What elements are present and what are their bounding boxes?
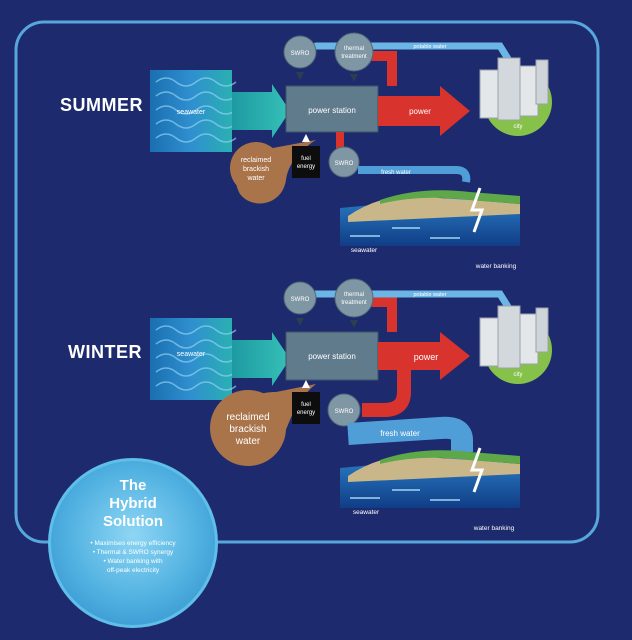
winter-fuel-energy [292,392,320,424]
winter-reclaimed-1: reclaimed [226,412,269,423]
winter-water-banking-label: water banking [473,525,515,532]
winter-thermal-label-2: treatment [341,300,367,306]
summer-section [150,32,552,246]
summer-thermal-label-2: treatment [341,54,367,60]
winter-section [150,278,552,508]
winter-thermal-treatment [334,278,374,318]
summer-thermal-label-1: thermal [344,46,364,52]
hybrid-bullet: • Water banking with [103,558,163,565]
summer-reclaimed-blob [230,142,282,194]
summer-reclaimed-2: brackish [243,166,269,173]
winter-thermal-label-1: thermal [344,292,364,298]
summer-swro-bottom [328,146,360,178]
winter-power-arrow [378,332,470,380]
hybrid-bullet: • Thermal & SWRO synergy [92,549,174,556]
summer-power-arrow [378,86,470,136]
winter-swro-top-label: SWRO [291,297,310,303]
winter-power-station [285,331,379,381]
winter-fuel-1: fuel [301,402,311,408]
winter-fuel-2: energy [297,410,315,416]
summer-fuel-energy [292,146,320,178]
summer-fuel-1: fuel [301,156,311,162]
summer-water-banking-label: water banking [475,263,517,270]
summer-fresh-water-pipe [358,166,471,183]
winter-potable-label: potable water [413,292,446,298]
winter-fresh-water-label: fresh water [380,429,420,438]
hybrid-title-line-3: Solution [103,513,163,530]
hybrid-title: The Hybrid Solution [51,477,215,531]
winter-city-buildings [479,305,549,369]
winter-seawater-label: seawater [177,351,206,358]
summer-bank-land [348,195,520,222]
winter-power-loop [362,370,411,417]
winter-power-label: power [414,352,439,362]
summer-swro-top [283,35,317,69]
winter-power-station-label: power station [308,352,356,361]
summer-heading: SUMMER [60,95,143,115]
outer-frame [14,20,600,544]
summer-seawater-label: seawater [177,109,206,116]
hybrid-bullet: off-peak electricity [106,567,160,574]
hybrid-bullets: • Maximises energy efficiency • Thermal … [65,539,201,575]
summer-thermal-pipe [370,51,397,86]
winter-swro-top [283,281,317,315]
winter-swro-bottom-label: SWRO [335,409,354,415]
summer-potable-label: potable water [413,44,446,50]
winter-reclaimed-3: water [235,436,261,447]
winter-fresh-water-pipe [347,416,473,452]
hybrid-title-line-2: Hybrid [109,495,157,512]
summer-fuel-2: energy [297,164,315,170]
summer-seawater-arrow [232,84,290,138]
winter-reclaimed-2: brackish [229,424,266,435]
summer-swro-top-label: SWRO [291,51,310,57]
winter-reclaimed-blob [210,390,286,466]
hybrid-bullet: • Maximises energy efficiency [90,540,176,547]
winter-seawater-arrow [232,332,290,386]
summer-fresh-water-label: fresh water [381,170,411,176]
winter-bank-seawater-label: seawater [353,509,380,516]
summer-power-station-label: power station [308,106,356,115]
summer-bank-seawater-label: seawater [351,247,378,254]
summer-reclaimed-1: reclaimed [241,157,271,164]
summer-city-buildings [479,57,549,121]
winter-bank-land [348,455,520,482]
winter-heading: WINTER [68,342,142,362]
summer-city-label: city [514,124,523,130]
summer-reclaimed-3: water [246,175,265,182]
winter-city-label: city [514,372,523,378]
summer-thermal-treatment [334,32,374,72]
hybrid-solution-badge: The Hybrid Solution • Maximises energy e… [48,458,218,628]
winter-swro-bottom [327,393,361,427]
summer-power-label: power [409,107,431,116]
hybrid-title-line-1: The [119,477,147,494]
summer-swro-bottom-label: SWRO [335,161,354,167]
